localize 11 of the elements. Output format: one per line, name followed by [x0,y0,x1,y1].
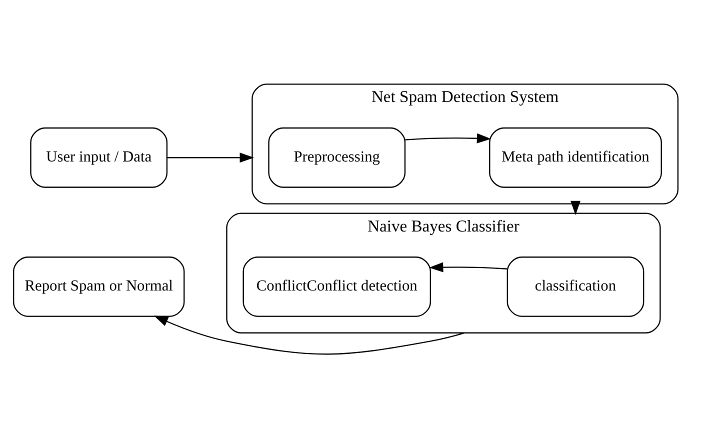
node-box: Meta path identification [489,126,662,188]
node-box: User input / Data [30,126,168,188]
node-box: ConflictConflict detection [242,256,432,316]
arrow [167,152,254,162]
node-box: classification [506,256,644,316]
arrow [570,200,580,215]
arrow [428,262,508,272]
arrow [405,132,492,143]
arrow [154,315,465,354]
node-box: Report Spam or Normal [13,256,185,316]
node-box: Preprocessing [268,126,406,188]
